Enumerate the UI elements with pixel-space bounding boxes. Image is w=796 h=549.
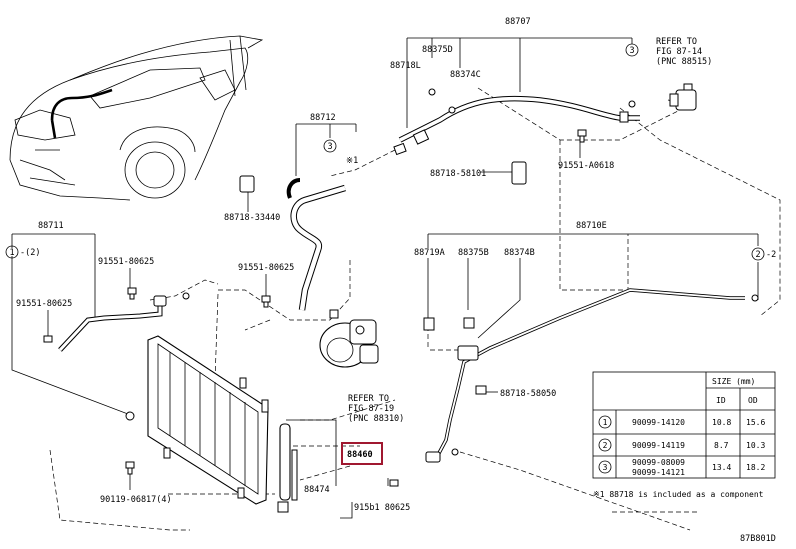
size-row-3-num: 3 bbox=[603, 463, 608, 472]
label-88375D: 88375D bbox=[422, 45, 453, 55]
label-88718-58050: 88718-58050 bbox=[500, 389, 556, 399]
label-91551-80625-b: 91551-80625 bbox=[16, 299, 72, 309]
liquid-tube bbox=[436, 288, 745, 456]
refer-2-line-3: (PNC 88310) bbox=[348, 414, 404, 424]
condenser bbox=[147, 335, 269, 505]
circle-2-right: 2 bbox=[755, 250, 760, 260]
label-88375B: 88375B bbox=[458, 248, 489, 258]
label-88474: 88474 bbox=[304, 485, 330, 495]
label-88707: 88707 bbox=[505, 17, 531, 27]
compressor bbox=[319, 319, 379, 368]
size-row-1-id: 10.8 bbox=[712, 418, 731, 427]
label-88374C: 88374C bbox=[450, 70, 481, 80]
circle-markers: 3 3 1 -(2) 2 -2 bbox=[5, 43, 776, 261]
expansion-valve bbox=[675, 89, 697, 111]
size-row-3-part-b: 90099-14121 bbox=[632, 468, 685, 477]
label-91551-80625-c: 91551-80625 bbox=[238, 263, 294, 273]
label-88710E: 88710E bbox=[576, 221, 607, 231]
size-table-col-od: OD bbox=[748, 396, 758, 405]
figure-code: 87B801D bbox=[740, 534, 776, 544]
label-90119-06817: 90119-06817(4) bbox=[100, 495, 172, 505]
size-row-1-od: 15.6 bbox=[746, 418, 765, 427]
label-88460: 88460 bbox=[347, 450, 373, 460]
size-row-3-id: 13.4 bbox=[712, 463, 731, 472]
discharge-hose bbox=[398, 95, 640, 143]
label-91551-80625-a: 91551-80625 bbox=[98, 257, 154, 267]
refer-1-line-2: FIG 87-14 bbox=[656, 47, 702, 57]
label-88712: 88712 bbox=[310, 113, 336, 123]
size-row-2-part: 90099-14119 bbox=[632, 441, 685, 450]
label-note-1: ※1 bbox=[346, 156, 358, 166]
label-915b1-80625: 915b1 80625 bbox=[354, 503, 410, 513]
label-91551-A0618: 91551-A0618 bbox=[558, 161, 614, 171]
label-88718-58101: 88718-58101 bbox=[430, 169, 486, 179]
part-labels: 88707 88375D 88718L 88374C REFER TO FIG … bbox=[16, 17, 712, 513]
parts bbox=[43, 83, 759, 513]
label-88718-33440: 88718-33440 bbox=[224, 213, 280, 223]
tag-minus-2: -2 bbox=[766, 250, 776, 260]
refer-1-line-3: (PNC 88515) bbox=[656, 57, 712, 67]
size-row-3-part-a: 90099-08009 bbox=[632, 458, 685, 467]
label-88711: 88711 bbox=[38, 221, 64, 231]
size-table: SIZE (mm) ID OD 1 90099-14120 10.8 15.6 … bbox=[592, 371, 776, 499]
size-row-1-part: 90099-14120 bbox=[632, 418, 685, 427]
circle-1-left: 1 bbox=[9, 248, 14, 258]
label-88460-highlight bbox=[341, 442, 383, 465]
size-row-1-num: 1 bbox=[603, 418, 608, 427]
refer-1-line-1: REFER TO bbox=[656, 37, 697, 47]
size-table-title: SIZE (mm) bbox=[712, 377, 755, 386]
label-88719A: 88719A bbox=[414, 248, 445, 258]
label-88374B: 88374B bbox=[504, 248, 535, 258]
size-row-2-id: 8.7 bbox=[714, 441, 729, 450]
vehicle-illustration bbox=[9, 35, 264, 201]
tag-minus-paren-2: -(2) bbox=[20, 248, 40, 258]
size-table-col-id: ID bbox=[716, 396, 726, 405]
refer-2-line-1: REFER TO bbox=[348, 394, 389, 404]
circle-3-top: 3 bbox=[629, 46, 634, 56]
refer-2-line-2: FIG 87-19 bbox=[348, 404, 394, 414]
circle-3-mid: 3 bbox=[327, 142, 332, 152]
footnote: ※1 88718 is included as a component bbox=[593, 490, 764, 499]
size-row-2-od: 10.3 bbox=[746, 441, 765, 450]
size-row-2-num: 2 bbox=[603, 441, 608, 450]
receiver bbox=[279, 423, 291, 501]
size-row-3-od: 18.2 bbox=[746, 463, 765, 472]
label-88718L: 88718L bbox=[390, 61, 421, 71]
